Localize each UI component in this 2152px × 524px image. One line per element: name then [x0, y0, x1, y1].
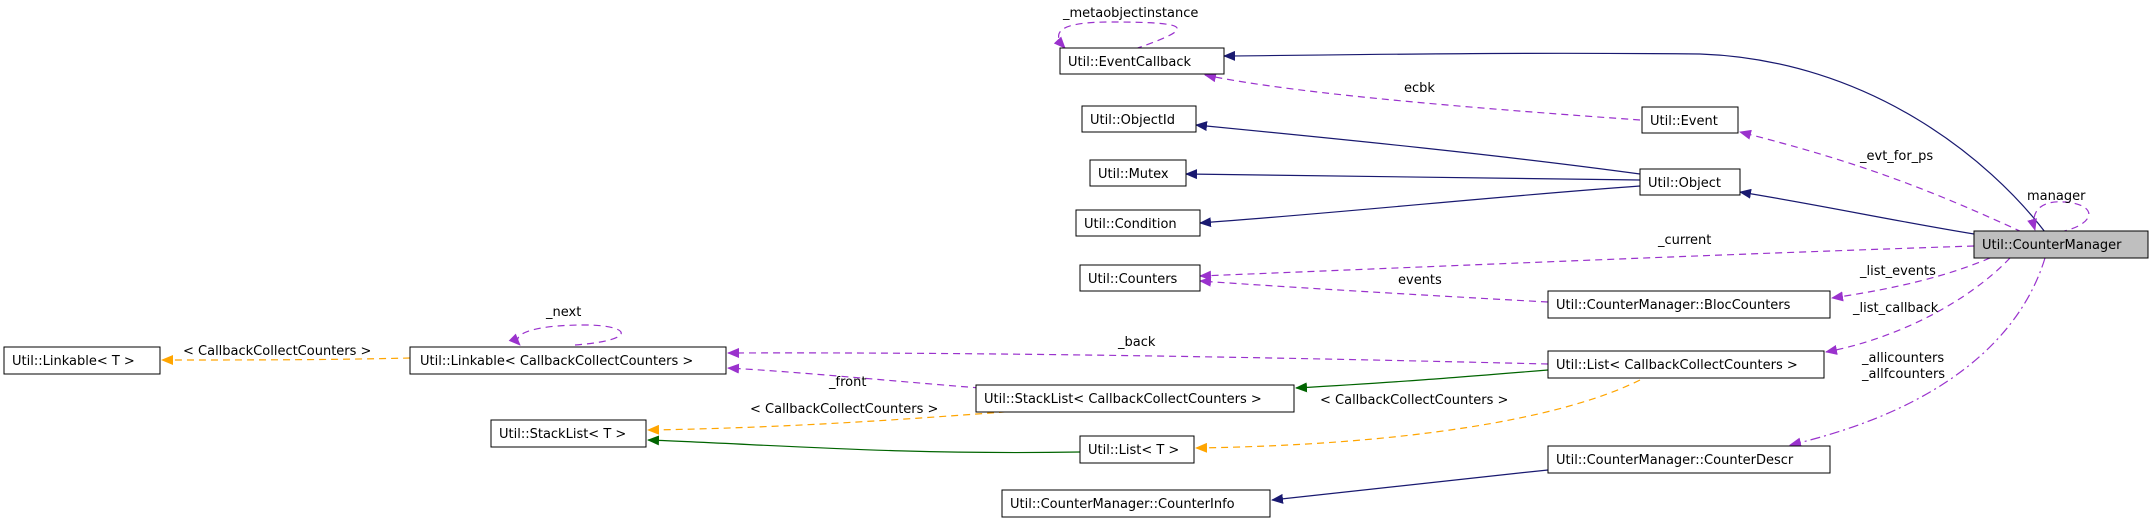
node-list-t[interactable]: Util::List< T >	[1079, 435, 1195, 464]
label-manager: manager	[2027, 189, 2086, 204]
label-list-events: _list_events	[1859, 264, 1936, 279]
node-counter-descr-label: Util::CounterManager::CounterDescr	[1556, 453, 1794, 468]
node-linkable-t[interactable]: Util::Linkable< T >	[3, 346, 161, 375]
node-stacklist-callback-label: Util::StackList< CallbackCollectCounters…	[984, 392, 1262, 407]
node-counter-info[interactable]: Util::CounterManager::CounterInfo	[1001, 489, 1271, 518]
edge-bloccounters-counters	[1199, 276, 1549, 303]
edge-countermanager-counters	[1199, 245, 1975, 281]
node-counter-manager-label: Util::CounterManager	[1982, 238, 2122, 253]
node-condition[interactable]: Util::Condition	[1075, 209, 1201, 237]
node-counter-manager[interactable]: Util::CounterManager	[1973, 230, 2149, 259]
node-object-label: Util::Object	[1648, 176, 1721, 191]
node-stacklist-callback[interactable]: Util::StackList< CallbackCollectCounters…	[975, 384, 1295, 413]
label-allicounters: _allicounters	[1861, 351, 1944, 366]
node-event-callback-label: Util::EventCallback	[1068, 55, 1191, 70]
node-event-callback[interactable]: Util::EventCallback	[1059, 47, 1225, 75]
edge-listt-stacklistt	[647, 435, 1081, 454]
node-object[interactable]: Util::Object	[1639, 168, 1741, 196]
node-counter-info-label: Util::CounterManager::CounterInfo	[1010, 497, 1235, 512]
edge-listcallback-linkable	[727, 347, 1549, 365]
label-tmpl-list: < CallbackCollectCounters >	[1320, 393, 1508, 408]
label-list-callback: _list_callback	[1852, 301, 1939, 316]
edge-object-objectid	[1195, 121, 1641, 175]
edge-listcallback-stacklist	[1295, 369, 1549, 393]
node-object-id[interactable]: Util::ObjectId	[1081, 105, 1197, 133]
label-next: _next	[545, 305, 581, 320]
node-bloc-counters[interactable]: Util::CounterManager::BlocCounters	[1547, 290, 1831, 319]
edge-countermanager-eventcallback	[1223, 50, 2046, 233]
edge-countermanager-listcallback	[1825, 257, 2011, 355]
label-tmpl-stacklist: < CallbackCollectCounters >	[750, 402, 938, 417]
edge-linkable-next	[508, 324, 622, 346]
label-front: _front	[828, 375, 866, 390]
nodes: Util::EventCallback Util::ObjectId Util:…	[3, 47, 2149, 518]
label-allfcounters: _allfcounters	[1861, 367, 1945, 382]
edge-stacklist-linkable	[727, 363, 981, 389]
edge-countermanager-bloccounters	[1831, 257, 1991, 302]
label-evt-for-ps: _evt_for_ps	[1859, 149, 1933, 164]
edge-countermanager-event	[1739, 129, 2023, 233]
node-bloc-counters-label: Util::CounterManager::BlocCounters	[1556, 298, 1791, 313]
edge-counterdescr-counterinfo	[1271, 469, 1549, 504]
node-mutex[interactable]: Util::Mutex	[1089, 159, 1187, 187]
edge-linkable-template	[161, 354, 411, 365]
node-stacklist-t[interactable]: Util::StackList< T >	[490, 419, 647, 448]
label-current: _current	[1657, 233, 1711, 248]
edges	[161, 21, 2090, 504]
node-linkable-callback[interactable]: Util::Linkable< CallbackCollectCounters …	[409, 346, 727, 375]
edge-countermanager-counterdescr	[1789, 257, 2046, 448]
label-tmpl-linkable: < CallbackCollectCounters >	[183, 344, 371, 359]
node-stacklist-t-label: Util::StackList< T >	[499, 427, 626, 442]
label-events: events	[1398, 273, 1442, 288]
edge-countermanager-object	[1739, 188, 1975, 235]
edge-object-condition	[1199, 185, 1641, 228]
node-condition-label: Util::Condition	[1084, 217, 1177, 232]
edge-countermanager-manager	[2027, 201, 2090, 233]
node-linkable-t-label: Util::Linkable< T >	[12, 354, 135, 369]
node-list-t-label: Util::List< T >	[1088, 443, 1179, 458]
label-back: _back	[1117, 335, 1156, 350]
edge-listcallback-listtemplate	[1195, 379, 1641, 453]
edge-labels: _metaobjectinstance ecbk _evt_for_ps man…	[183, 6, 2086, 417]
node-counters-label: Util::Counters	[1088, 272, 1178, 287]
node-linkable-callback-label: Util::Linkable< CallbackCollectCounters …	[420, 354, 693, 369]
node-event-label: Util::Event	[1650, 114, 1718, 129]
edge-object-mutex	[1185, 169, 1641, 181]
label-ecbk: ecbk	[1404, 81, 1435, 96]
label-metaobjectinstance: _metaobjectinstance	[1062, 6, 1198, 21]
node-event[interactable]: Util::Event	[1641, 106, 1739, 134]
node-counter-descr[interactable]: Util::CounterManager::CounterDescr	[1547, 445, 1831, 474]
node-counters[interactable]: Util::Counters	[1079, 264, 1201, 292]
node-mutex-label: Util::Mutex	[1098, 167, 1169, 182]
node-list-callback[interactable]: Util::List< CallbackCollectCounters >	[1547, 350, 1825, 379]
edge-stacklist-template	[647, 409, 1031, 435]
node-object-id-label: Util::ObjectId	[1090, 113, 1175, 128]
edge-eventcallback-metaobjectinstance	[1053, 21, 1178, 50]
node-list-callback-label: Util::List< CallbackCollectCounters >	[1556, 358, 1798, 373]
